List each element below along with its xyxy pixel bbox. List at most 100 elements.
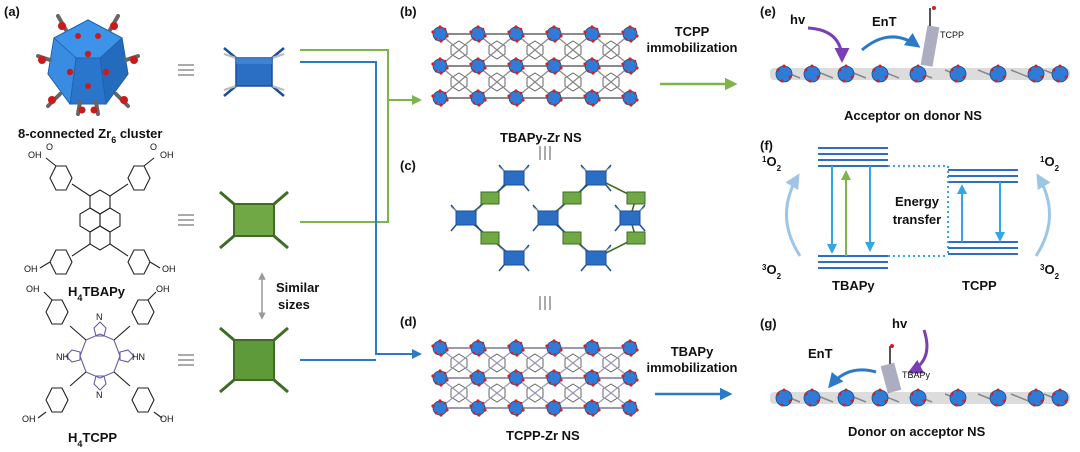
panel-label-f: (f): [760, 138, 773, 153]
zr6-cluster-image: [36, 14, 140, 116]
panel-e: (e) hv EnT TCPP Acceptor on donor NS: [760, 4, 1070, 123]
panel-a: (a) 8-connected Zr6: [4, 4, 319, 449]
tbapy-zr-ns-label: TBAPy-Zr NS: [500, 130, 582, 145]
zr-node: [620, 56, 640, 76]
nanosheet-side-view: [770, 388, 1070, 407]
linker-square-icon: [562, 231, 582, 245]
zr-node: [620, 88, 640, 108]
zr-node: [909, 388, 927, 407]
tbapy-linker: [602, 40, 620, 60]
zr-node: [468, 24, 488, 44]
energy-transfer-arrow-icon: [861, 32, 921, 52]
triplet-oxygen-left: 3O2: [762, 262, 782, 281]
zr-node: [582, 88, 602, 108]
tcpp-linker: [526, 353, 544, 373]
tcpp-atom-labels: OH OH OH OH NH HN N N: [22, 284, 174, 424]
zr-node: [620, 368, 640, 388]
zr-node: [1027, 388, 1045, 407]
tbapy-level-label: TBAPy: [832, 278, 875, 293]
zr-node: [506, 338, 526, 358]
sheet-linker: [1010, 69, 1032, 79]
svg-text:OH: OH: [22, 414, 36, 424]
zr-node: [775, 64, 793, 83]
h4tcpp-structure: [37, 291, 163, 419]
zr-node: [506, 368, 526, 388]
triplet-oxygen-right: 3O2: [1040, 262, 1060, 281]
zr-node: [1027, 64, 1045, 83]
tbapy-linker: [450, 40, 468, 60]
tbapy-linker: [564, 72, 582, 92]
svg-text:immobilization: immobilization: [647, 360, 738, 375]
zr-node: [430, 88, 450, 108]
panel-label-c: (c): [400, 158, 416, 173]
zr-node: [775, 388, 793, 407]
tbapy-energy-levels: [818, 147, 888, 269]
zr-node-schematic-icon: [223, 47, 285, 97]
svg-text:TBAPy: TBAPy: [671, 344, 714, 359]
zr-node: [544, 398, 564, 418]
acceptor-on-donor-label: Acceptor on donor NS: [844, 108, 982, 123]
tcpp-linker-schematic-icon: [219, 326, 289, 394]
zr-node: [544, 24, 564, 44]
zr-node: [468, 368, 488, 388]
svg-text:OH: OH: [26, 284, 40, 294]
singlet-oxygen-right: 1O2: [1040, 154, 1060, 173]
sheet-linker: [1010, 393, 1032, 403]
zr-node: [430, 398, 450, 418]
zr-node: [430, 24, 450, 44]
tcpp-linker: [564, 383, 582, 403]
panel-label-d: (d): [400, 314, 417, 329]
energy-transfer-arrow-icon: [828, 368, 877, 389]
svg-text:OH: OH: [160, 150, 174, 160]
light-arrow-icon: [807, 26, 850, 63]
assembly-arrows: [300, 49, 422, 361]
equivalence-sign-c-d: [539, 296, 551, 310]
zr-node: [837, 388, 855, 407]
green-path-tbapy: [300, 100, 389, 223]
oxygen-sensitization-arrow-right: [1034, 173, 1051, 257]
svg-text:NH: NH: [56, 352, 69, 362]
linker-square-icon: [626, 191, 646, 205]
tbapy-linker: [488, 40, 506, 60]
zr-node: [506, 56, 526, 76]
energy-transfer-dotted-lines: [888, 165, 949, 257]
node-square-icon: [614, 204, 646, 232]
zr-node: [506, 398, 526, 418]
zr-node: [468, 56, 488, 76]
zr-node: [506, 88, 526, 108]
panel-label-g: (g): [760, 316, 777, 331]
zr-node: [468, 398, 488, 418]
zr-node: [544, 338, 564, 358]
energy-transfer-label: Energy: [895, 194, 940, 209]
zr-node: [949, 388, 967, 407]
tbapy-linker: [564, 40, 582, 60]
tcpp-linker: [602, 383, 620, 403]
tbapy-linker-schematic-icon: [219, 190, 289, 250]
ent-label: EnT: [808, 346, 833, 361]
tbapy-acid-labels: OH O O OH OH OH: [24, 142, 176, 274]
tbapy-linker: [602, 72, 620, 92]
schematic-network: [450, 164, 646, 272]
zr-node: [430, 368, 450, 388]
zr-node: [871, 64, 889, 83]
panel-label-a: (a): [4, 4, 20, 19]
zr-node: [430, 56, 450, 76]
equivalence-sign-1: [178, 64, 194, 76]
similar-sizes-label-2: sizes: [278, 297, 310, 312]
zr-node: [582, 56, 602, 76]
similar-sizes-label: Similar: [276, 280, 319, 295]
svg-text:OH: OH: [28, 150, 42, 160]
energy-transfer-label-2: transfer: [893, 212, 941, 227]
zr-node: [1051, 64, 1069, 83]
svg-text:TCPP: TCPP: [675, 24, 710, 39]
zr-node: [544, 88, 564, 108]
zr-node: [506, 24, 526, 44]
linker-square-icon: [480, 191, 500, 205]
panel-d: (d) TCPP-Zr NS: [400, 314, 640, 443]
linker-square-icon: [626, 231, 646, 245]
svg-text:N: N: [96, 390, 103, 400]
tcpp-immobilization-arrow: TCPP immobilization: [647, 24, 738, 91]
tcpp-linker: [488, 353, 506, 373]
zr-node: [989, 64, 1007, 83]
zr-node: [1051, 388, 1069, 407]
